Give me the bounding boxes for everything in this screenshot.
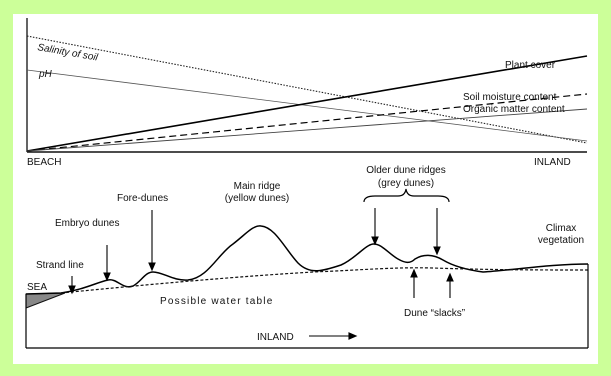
sand-dune-diagram: Salinity of soil pH Plant cover Soil moi… [25, 18, 589, 349]
water-table-line [60, 267, 589, 294]
trend-chart: Salinity of soil pH Plant cover Soil moi… [26, 18, 588, 168]
plant-cover-label: Plant cover [505, 60, 556, 71]
strand-line-label: Strand line [36, 260, 84, 271]
main-ridge-label: Main ridge [234, 181, 281, 192]
diagram-panel: Salinity of soil pH Plant cover Soil moi… [13, 14, 598, 364]
water-table-label: Possible water table [160, 296, 274, 307]
inland-label: INLAND [257, 332, 294, 343]
embryo-dunes-label: Embryo dunes [55, 218, 119, 229]
dune-profile: SEA Strand line Embryo dunes Fore-dunes … [25, 165, 589, 349]
ph-label: pH [38, 69, 53, 80]
older-ridges-label: Older dune ridges [366, 165, 446, 176]
sea-fill [25, 292, 66, 309]
sea-label: SEA [27, 282, 47, 293]
dune-surface-line [25, 225, 589, 295]
older-ridges-brace [363, 188, 450, 203]
fore-dunes-label: Fore-dunes [117, 193, 168, 204]
climax-label: Climax [546, 223, 577, 234]
dune-slacks-label: Dune “slacks” [404, 308, 465, 319]
inland-axis-label: INLAND [534, 157, 571, 168]
plant-cover-line [26, 55, 588, 152]
salinity-label: Salinity of soil [36, 42, 99, 64]
salinity-line [26, 35, 588, 144]
yellow-dunes-label: (yellow dunes) [225, 193, 289, 204]
soil-moisture-label: Soil moisture content [463, 92, 557, 103]
soil-moisture-line [26, 93, 588, 152]
organic-matter-line [26, 108, 588, 152]
ph-line [26, 69, 588, 142]
climax-vegetation-label: vegetation [538, 235, 584, 246]
organic-matter-label: Organic matter content [463, 104, 565, 115]
beach-label: BEACH [27, 157, 61, 168]
grey-dunes-label: (grey dunes) [378, 178, 434, 189]
